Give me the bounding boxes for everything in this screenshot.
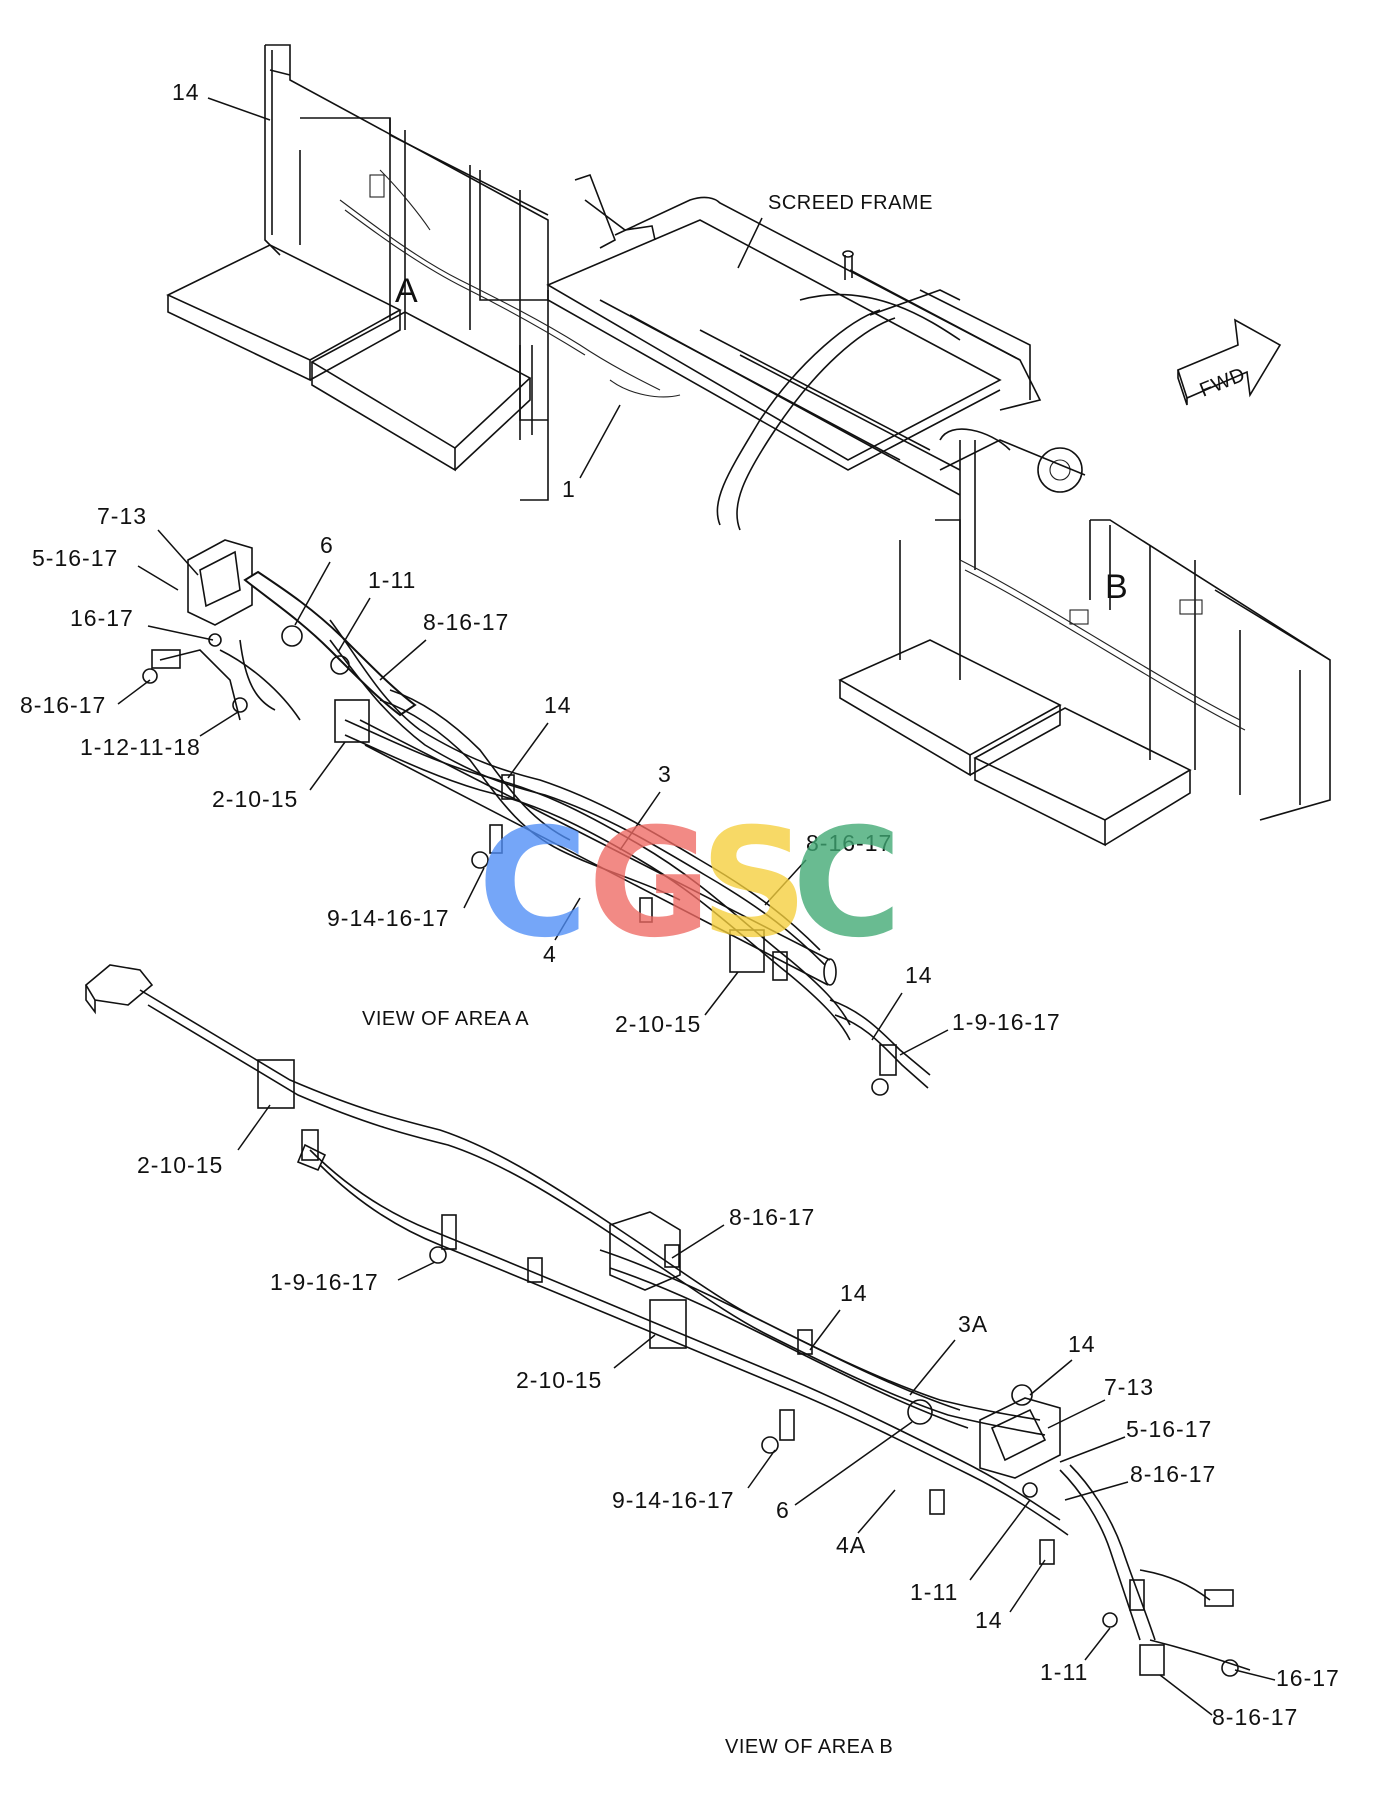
callout-b-14-right: 14	[1068, 1331, 1096, 1357]
screed-frame-leader	[737, 217, 763, 269]
callout-b-1-11-mid: 1-11	[910, 1579, 958, 1605]
callout-a-7-13: 7-13	[97, 503, 147, 529]
callout-b-16-17: 16-17	[1276, 1665, 1340, 1691]
view-a-caption: VIEW OF AREA A	[362, 1008, 529, 1030]
callout-a-1-9-16-17: 1-9-16-17	[952, 1009, 1061, 1035]
watermark-letter-g: G	[588, 797, 711, 971]
callout-a-6: 6	[320, 532, 334, 558]
callout-b-6: 6	[776, 1497, 790, 1523]
cgsc-watermark: C G S C	[478, 797, 902, 971]
callout-b-14-lower: 14	[975, 1607, 1003, 1633]
callout-a-14-right: 14	[905, 962, 933, 988]
callout-a-16-17: 16-17	[70, 605, 134, 631]
callout-b-2-10-15-left: 2-10-15	[137, 1152, 223, 1178]
area-a-marker: A	[395, 272, 418, 310]
callout-b-3a: 3A	[958, 1311, 988, 1337]
callout-top-14-leader	[207, 97, 271, 121]
clamp-block-a2	[729, 929, 765, 973]
callout-a-2-10-15-left: 2-10-15	[212, 786, 298, 812]
fwd-label: FWD	[1197, 364, 1249, 402]
callout-a-1-11: 1-11	[368, 567, 416, 593]
clamp-block-b1	[257, 1059, 295, 1109]
callout-a-2-10-15-right: 2-10-15	[615, 1011, 701, 1037]
callout-b-9-14-16-17: 9-14-16-17	[612, 1487, 735, 1513]
clamp-block-b2	[649, 1299, 687, 1349]
area-b-marker: B	[1105, 568, 1128, 606]
callout-a-8-16-17-left: 8-16-17	[20, 692, 106, 718]
callout-a-8-16-17-top: 8-16-17	[423, 609, 509, 635]
callout-a-9-14-16-17: 9-14-16-17	[327, 905, 450, 931]
view-b-caption: VIEW OF AREA B	[725, 1736, 893, 1758]
callout-top-14: 14	[172, 79, 200, 105]
callout-b-8-16-17-mid: 8-16-17	[1130, 1461, 1216, 1487]
callout-b-8-16-17-bottom: 8-16-17	[1212, 1704, 1298, 1730]
callout-b-7-13: 7-13	[1104, 1374, 1154, 1400]
callout-top-1-leader	[579, 404, 621, 479]
callout-a-4: 4	[543, 941, 557, 967]
clamp-block-a1	[334, 699, 370, 743]
callout-a-14-mid: 14	[544, 692, 572, 718]
callout-a-8-16-17-right: 8-16-17	[806, 830, 892, 856]
callout-top-1: 1	[562, 476, 576, 502]
callout-b-5-16-17: 5-16-17	[1126, 1416, 1212, 1442]
callout-b-14-upper: 14	[840, 1280, 868, 1306]
watermark-letter-c1: C	[478, 797, 588, 971]
callout-b-1-9-16-17: 1-9-16-17	[270, 1269, 379, 1295]
screed-frame-label: SCREED FRAME	[768, 192, 933, 214]
callout-b-1-11-lower: 1-11	[1040, 1659, 1088, 1685]
watermark-letter-s: S	[700, 797, 808, 971]
watermark-letter-c2: C	[792, 797, 902, 971]
callout-b-2-10-15-mid: 2-10-15	[516, 1367, 602, 1393]
callout-a-3: 3	[658, 761, 672, 787]
screed-frame-drawing	[166, 44, 1331, 847]
callout-a-1-12-11-18: 1-12-11-18	[80, 734, 201, 760]
callout-b-8-16-17-top: 8-16-17	[729, 1204, 815, 1230]
callout-a-5-16-17: 5-16-17	[32, 545, 118, 571]
view-b-harness-drawing	[84, 964, 1251, 1677]
callout-b-4a: 4A	[836, 1532, 866, 1558]
view-a-harness-drawing	[142, 539, 931, 1096]
